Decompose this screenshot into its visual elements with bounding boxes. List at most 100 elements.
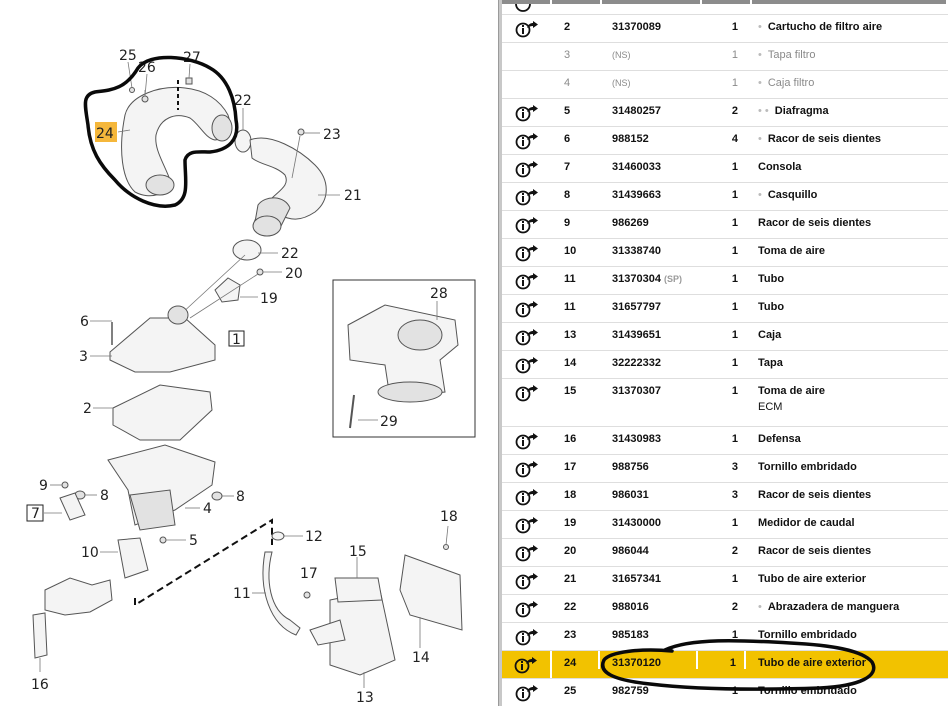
callout-3[interactable]: 3 xyxy=(79,349,88,365)
cell-part-number[interactable]: 31370304 (SP) xyxy=(600,267,698,285)
part-12-o-ring[interactable] xyxy=(271,531,285,541)
callout-9[interactable]: 9 xyxy=(39,478,48,494)
callout-28[interactable]: 28 xyxy=(430,286,448,302)
callout-2[interactable]: 2 xyxy=(83,401,92,417)
info-link-icon[interactable] xyxy=(502,15,552,42)
info-link-icon[interactable] xyxy=(502,323,552,350)
info-link-icon[interactable] xyxy=(502,267,552,294)
info-link-icon[interactable] xyxy=(502,595,552,622)
part-number[interactable]: 32222332 xyxy=(612,357,661,369)
table-row[interactable]: 3(NS)1•Tapa filtro xyxy=(502,43,948,71)
cell-part-number[interactable]: 32222332 xyxy=(600,351,698,369)
callout-7[interactable]: 7 xyxy=(31,506,40,522)
part-number[interactable]: 986269 xyxy=(612,217,649,229)
info-link-icon[interactable] xyxy=(502,483,552,510)
callout-20[interactable]: 20 xyxy=(285,266,303,282)
part-number[interactable]: 986031 xyxy=(612,489,649,501)
callout-8-left[interactable]: 8 xyxy=(100,488,109,504)
header-col-pos[interactable] xyxy=(552,0,602,4)
callout-17[interactable]: 17 xyxy=(300,566,318,582)
cell-part-number[interactable]: (NS) xyxy=(600,71,698,89)
info-link-icon[interactable] xyxy=(502,211,552,238)
part-number[interactable]: (NS) xyxy=(612,78,631,88)
part-number[interactable]: 31430983 xyxy=(612,433,661,445)
header-col-part-number[interactable] xyxy=(602,0,702,4)
header-col-description[interactable] xyxy=(752,0,948,4)
info-link-icon[interactable] xyxy=(502,239,552,266)
part-number[interactable]: 988756 xyxy=(612,461,649,473)
part-18-nut[interactable] xyxy=(443,544,449,550)
cell-part-number[interactable]: 31370307 xyxy=(600,379,698,397)
part-9-nut[interactable] xyxy=(61,481,69,489)
part-14-cover[interactable] xyxy=(399,554,463,631)
info-link-icon[interactable] xyxy=(502,295,552,322)
cell-part-number[interactable]: 986269 xyxy=(600,211,698,229)
callout-10[interactable]: 10 xyxy=(81,545,99,561)
callout-5[interactable]: 5 xyxy=(189,533,198,549)
part-2-filter-cartridge[interactable] xyxy=(112,384,213,441)
part-3-filter-cover[interactable] xyxy=(109,305,216,373)
cell-part-number[interactable]: 31370089 xyxy=(600,15,698,33)
callout-19[interactable]: 19 xyxy=(260,291,278,307)
cell-part-number[interactable]: 31439663 xyxy=(600,183,698,201)
part-number[interactable]: 31439651 xyxy=(612,329,661,341)
cell-part-number[interactable]: 31338740 xyxy=(600,239,698,257)
cell-part-number[interactable]: 982759 xyxy=(600,679,698,697)
callout-11[interactable]: 11 xyxy=(233,586,251,602)
part-25-screw[interactable] xyxy=(129,87,135,93)
part-17-bolt[interactable] xyxy=(303,591,311,599)
part-number[interactable]: 31338740 xyxy=(612,245,661,257)
cell-part-number[interactable]: 988756 xyxy=(600,455,698,473)
panel-splitter[interactable] xyxy=(498,0,502,706)
info-link-icon[interactable] xyxy=(502,183,552,210)
header-col-qty[interactable] xyxy=(702,0,752,4)
callout-1[interactable]: 1 xyxy=(232,332,241,348)
part-22-clamp-lower[interactable] xyxy=(232,239,262,261)
cell-part-number[interactable]: (NS) xyxy=(600,43,698,61)
info-link-icon[interactable] xyxy=(502,351,552,378)
cell-part-number[interactable]: 31657341 xyxy=(600,567,698,585)
info-link-icon[interactable] xyxy=(502,511,552,538)
info-link-icon[interactable] xyxy=(502,567,552,594)
callout-18[interactable]: 18 xyxy=(440,509,458,525)
part-10-air-intake[interactable] xyxy=(44,537,149,616)
callout-4[interactable]: 4 xyxy=(203,501,212,517)
info-link-icon[interactable] xyxy=(502,99,552,126)
part-number[interactable]: 986044 xyxy=(612,545,649,557)
cell-part-number[interactable]: 31439651 xyxy=(600,323,698,341)
callout-25[interactable]: 25 xyxy=(119,48,137,64)
cell-part-number[interactable]: 986031 xyxy=(600,483,698,501)
part-28-throttle-body[interactable] xyxy=(347,304,459,403)
part-4-filter-housing[interactable] xyxy=(107,444,216,531)
cell-part-number[interactable]: 31430983 xyxy=(600,427,698,445)
info-link-icon[interactable] xyxy=(502,455,552,482)
part-number[interactable]: 31460033 xyxy=(612,161,661,173)
callout-12[interactable]: 12 xyxy=(305,529,323,545)
info-link-icon[interactable] xyxy=(502,679,552,706)
part-16-deflector[interactable] xyxy=(32,612,48,659)
callout-16[interactable]: 16 xyxy=(31,677,49,693)
part-number[interactable]: 31657797 xyxy=(612,301,661,313)
part-number[interactable]: 31370307 xyxy=(612,385,661,397)
cell-part-number[interactable]: 988016 xyxy=(600,595,698,613)
callout-8-right[interactable]: 8 xyxy=(236,489,245,505)
cell-part-number[interactable]: 31657797 xyxy=(600,295,698,313)
callout-23[interactable]: 23 xyxy=(323,127,341,143)
callout-29[interactable]: 29 xyxy=(380,414,398,430)
info-link-icon[interactable] xyxy=(502,4,552,12)
part-21-air-tube[interactable] xyxy=(249,137,327,237)
part-number[interactable]: 31439663 xyxy=(612,189,661,201)
